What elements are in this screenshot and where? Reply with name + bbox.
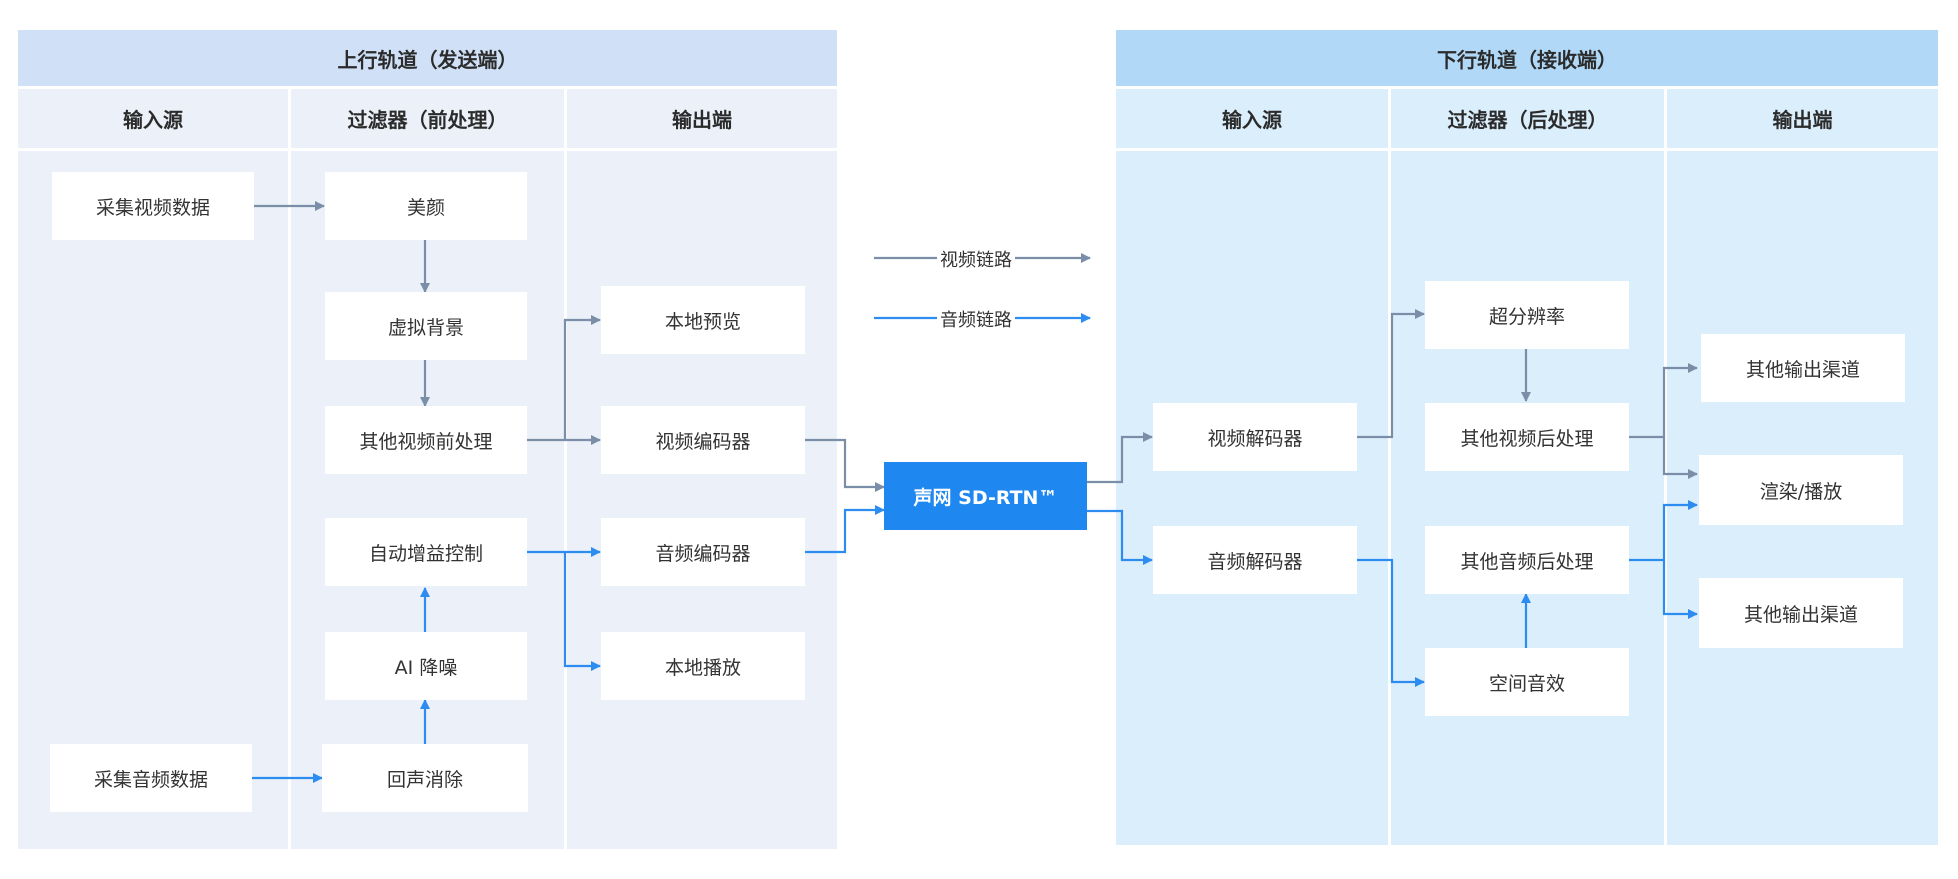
downlink-col-filter: 过滤器（后处理） (1447, 108, 1608, 132)
downlink-col-output: 输出端 (1772, 108, 1833, 132)
downlink-header-divider-2 (1116, 148, 1938, 151)
node-local-playback: 本地播放 (601, 632, 805, 700)
uplink-col-output: 输出端 (672, 108, 732, 132)
video-link-pre-to-preview (563, 315, 601, 440)
node-other-audio-post: 其他音频后处理 (1425, 526, 1629, 594)
node-audio-decoder: 音频解码器 (1153, 526, 1357, 594)
video-link-post-to-output (1629, 363, 1698, 439)
node-spatial-audio: 空间音效 (1425, 648, 1629, 716)
video-link-post-to-render (1662, 437, 1698, 479)
legend-audio-label: 音频链路 (937, 306, 1015, 332)
node-local-preview: 本地预览 (601, 286, 805, 354)
node-render-play: 渲染/播放 (1699, 455, 1903, 525)
downlink-header-divider (1116, 86, 1938, 89)
node-aec: 回声消除 (322, 744, 528, 812)
node-virtual-bg: 虚拟背景 (325, 292, 527, 360)
uplink-title: 上行轨道（发送端） (18, 30, 837, 86)
uplink-header-divider (18, 86, 837, 89)
audio-link-encoder-to-center (805, 505, 885, 554)
node-video-encoder: 视频编码器 (601, 406, 805, 474)
uplink-col-filter: 过滤器（前处理） (347, 108, 508, 132)
video-link-center-to-decoder (1087, 432, 1153, 484)
node-capture-audio: 采集音频数据 (50, 744, 252, 812)
uplink-col-divider (288, 89, 291, 849)
downlink-title: 下行轨道（接收端） (1116, 30, 1938, 86)
node-other-output-1: 其他输出渠道 (1701, 334, 1905, 402)
node-other-output-2: 其他输出渠道 (1699, 578, 1903, 648)
downlink-col-divider (1388, 89, 1391, 845)
audio-link-agc-to-playback (563, 552, 601, 671)
uplink-header-divider-2 (18, 148, 837, 151)
uplink-col-input: 输入源 (123, 108, 183, 132)
video-link-decoder-to-other-post (1357, 309, 1425, 439)
legend-video-label: 视频链路 (937, 246, 1015, 272)
node-other-video-post: 其他视频后处理 (1425, 403, 1629, 471)
node-other-video-pre: 其他视频前处理 (325, 406, 527, 474)
node-super-res: 超分辨率 (1425, 281, 1629, 349)
node-audio-encoder: 音频编码器 (601, 518, 805, 586)
node-capture-video: 采集视频数据 (52, 172, 254, 240)
downlink-col-divider (1664, 89, 1667, 845)
audio-link-center-to-decoder (1087, 509, 1153, 565)
node-sd-rtn: 声网 SD-RTN™ (884, 462, 1087, 530)
audio-link-decoder-to-spatial (1357, 558, 1425, 687)
audio-link-post-to-output (1662, 560, 1698, 619)
video-link-encoder-to-center (805, 438, 885, 492)
node-ai-ns: AI 降噪 (325, 632, 527, 700)
audio-link-post-to-render (1629, 500, 1698, 562)
uplink-col-divider (564, 89, 567, 849)
node-agc: 自动增益控制 (325, 518, 527, 586)
node-beauty: 美颜 (325, 172, 527, 240)
downlink-col-input: 输入源 (1222, 108, 1282, 132)
node-video-decoder: 视频解码器 (1153, 403, 1357, 471)
